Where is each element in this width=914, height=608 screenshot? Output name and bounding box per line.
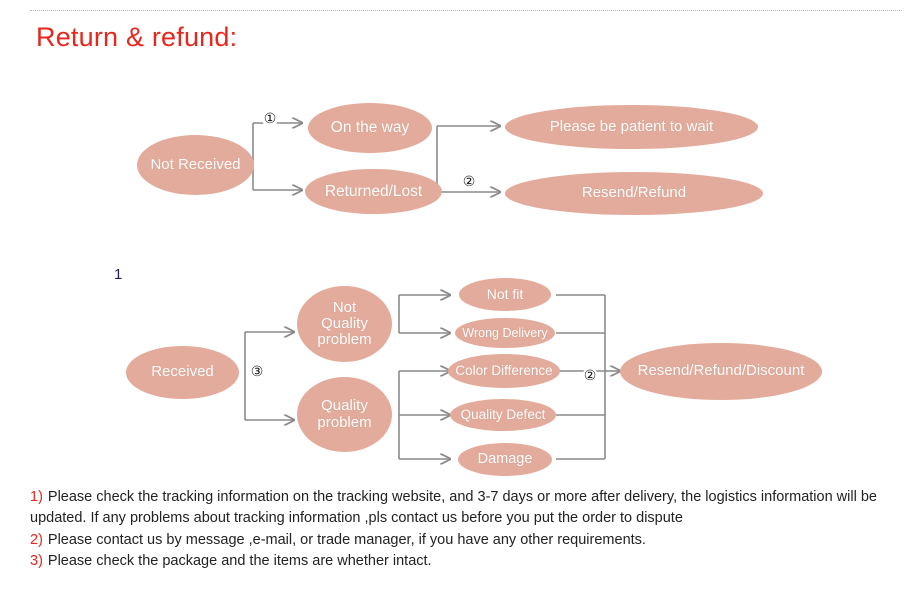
notes-block: 1)Please check the tracking information … — [30, 487, 904, 572]
node-returned-lost[interactable]: Returned/Lost — [305, 169, 442, 214]
node-resend-refund-discount[interactable]: Resend/Refund/Discount — [620, 343, 822, 400]
badge-step-2-top: ② — [461, 173, 477, 190]
note-text-1: Please check the tracking information on… — [30, 489, 877, 527]
node-not-received[interactable]: Not Received — [137, 135, 254, 195]
node-resend-refund[interactable]: Resend/Refund — [505, 172, 763, 215]
note-item-2: 2)Please contact us by message ,e-mail, … — [30, 530, 904, 551]
node-on-the-way[interactable]: On the way — [308, 103, 432, 153]
node-quality-problem[interactable]: Quality problem — [297, 377, 392, 452]
badge-step-1: ① — [262, 110, 278, 127]
note-number-3: 3) — [30, 552, 43, 569]
node-color-difference[interactable]: Color Difference — [448, 354, 560, 388]
node-please-be-patient[interactable]: Please be patient to wait — [505, 105, 758, 149]
node-quality-defect[interactable]: Quality Defect — [450, 399, 556, 431]
note-text-2: Please contact us by message ,e-mail, or… — [47, 531, 646, 548]
top-divider — [30, 10, 902, 12]
note-number-2: 2) — [30, 531, 43, 548]
page-title: Return & refund: — [36, 22, 238, 52]
node-not-quality-problem[interactable]: Not Quality problem — [297, 286, 392, 362]
badge-step-3: ③ — [249, 363, 265, 380]
note-text-3: Please check the package and the items a… — [47, 552, 432, 569]
note-item-1: 1)Please check the tracking information … — [30, 487, 904, 530]
node-not-fit[interactable]: Not fit — [459, 278, 551, 311]
note-item-3: 3)Please check the package and the items… — [30, 551, 904, 572]
badge-step-2-bottom: ② — [582, 367, 598, 384]
node-received[interactable]: Received — [126, 346, 239, 399]
node-damage[interactable]: Damage — [458, 443, 552, 476]
stray-number-label: 1 — [114, 266, 123, 283]
node-wrong-delivery[interactable]: Wrong Delivery — [455, 318, 555, 348]
note-number-1: 1) — [30, 489, 43, 505]
